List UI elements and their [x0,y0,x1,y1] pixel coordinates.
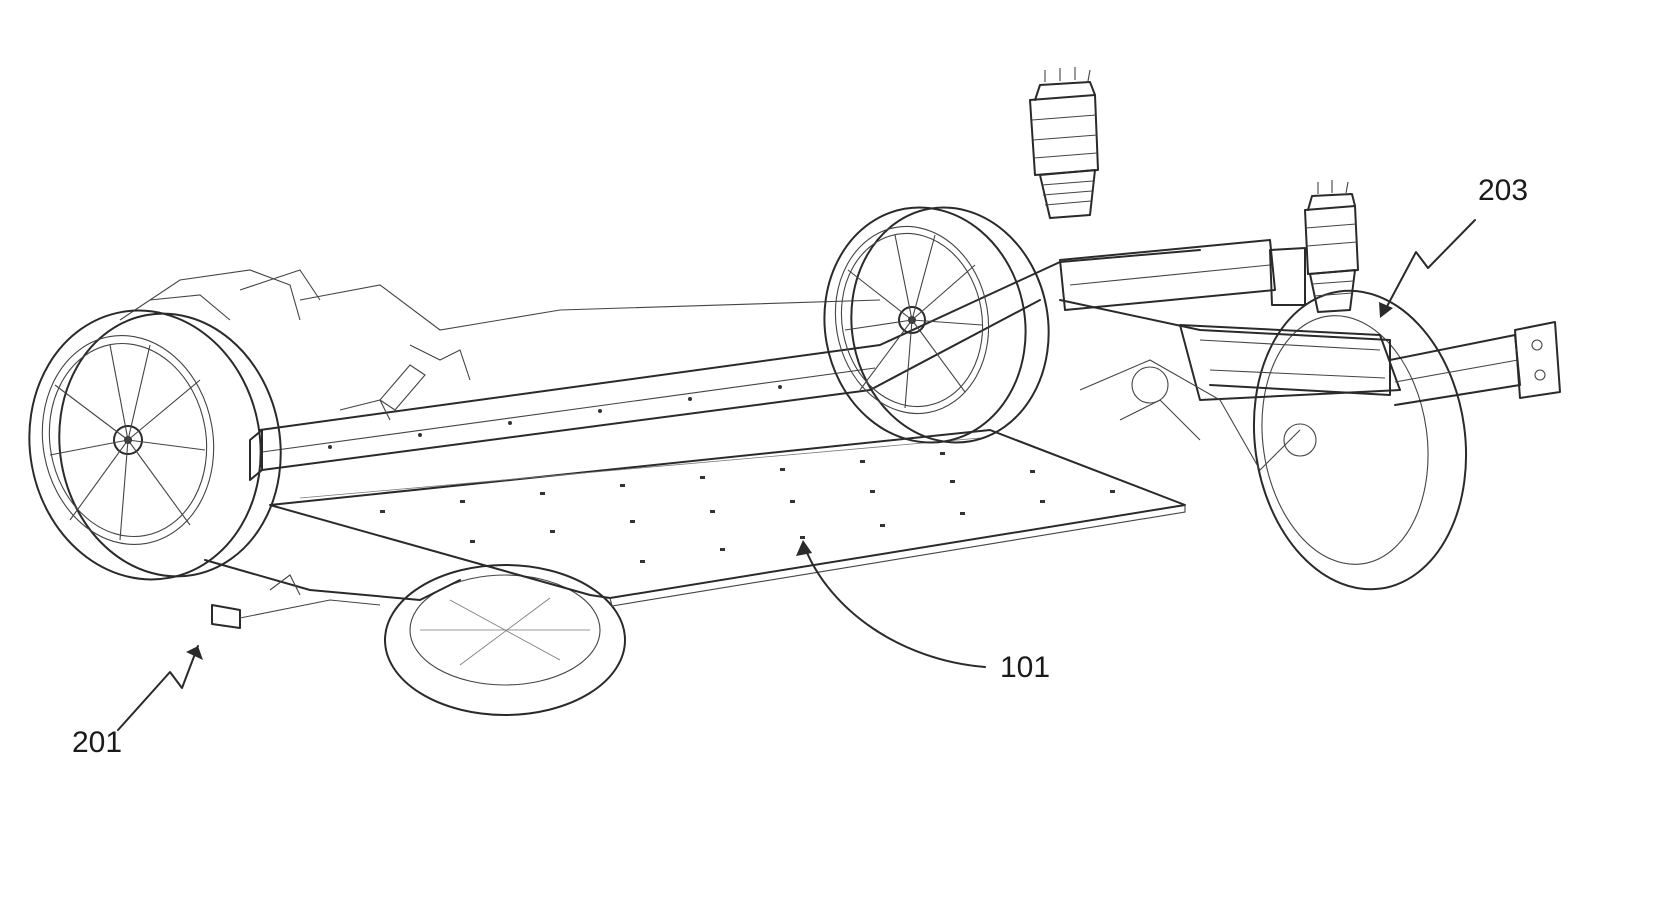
front-wheel-spokes [49,344,206,541]
ref-label-203: 203 [1478,174,1528,207]
front-linkage [339,364,426,421]
rear-far-wheel [1252,289,1468,591]
plate-fastener-dots [380,452,1115,563]
ref-label-101: 101 [1000,651,1050,684]
rear-near-wheel [823,206,1050,444]
front-near-wheel [28,309,282,581]
front-far-wheel [384,564,626,716]
side-rail [239,249,1201,481]
leader-arrow-201 [117,645,203,731]
leader-arrow-203 [1379,219,1476,318]
rear-subframe [1059,239,1561,471]
rear-wheel-spokes [844,234,983,409]
leader-arrow-101 [796,540,986,668]
battery-pack-plate [269,429,1186,607]
ref-label-201: 201 [72,726,122,759]
air-spring-strut-rear-near [1029,67,1099,219]
air-spring-strut-rear-far [1304,180,1359,313]
front-subframe [119,269,461,629]
